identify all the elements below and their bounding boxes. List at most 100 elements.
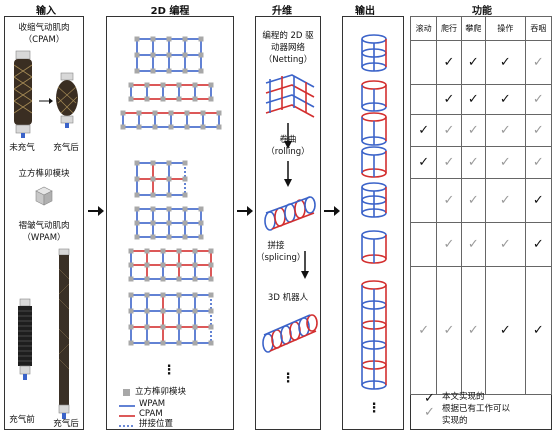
check-prior-work-icon: ✓ <box>532 155 544 170</box>
check-prior-work-icon: ✓ <box>443 193 455 208</box>
legend-block-label: 立方榫卯模块 <box>135 387 187 397</box>
legend-block-swatch <box>123 389 130 396</box>
rolling-cn: 卷曲 <box>279 135 297 145</box>
header-2d-programming: 2D 编程 <box>150 6 190 17</box>
check-implemented-icon: ✓ <box>499 323 511 338</box>
check-implemented-icon: ✓ <box>532 193 544 208</box>
cell: ✓ <box>460 266 487 395</box>
cell: ✓ <box>460 114 487 147</box>
cell: ✓ <box>485 146 526 179</box>
legend-prior-line2: 实现的 <box>442 416 468 426</box>
col-swallowing: 吞咽 <box>524 16 553 41</box>
cube-block-image <box>35 186 53 206</box>
cell: ✓ <box>460 178 487 223</box>
check-implemented-icon: ✓ <box>418 123 430 138</box>
wpam-uninflated-image <box>18 298 32 380</box>
cell <box>409 222 438 267</box>
cell: ✓ <box>460 146 487 179</box>
check-implemented-icon: ✓ <box>418 155 430 170</box>
check-prior-work-icon: ✓ <box>443 323 455 338</box>
cell <box>409 84 438 115</box>
output-panel: ⋮ <box>342 16 404 430</box>
legend-implemented-label: 本文实现的 <box>442 392 485 402</box>
cell: ✓ <box>485 84 526 115</box>
input-panel: 收缩气动肌肉 （CPAM） 未充气 充气后 立方榫卯模块 <box>4 16 84 430</box>
splicing-cn: 拼接 <box>267 241 285 251</box>
netting-mesh-image <box>265 74 315 118</box>
cell: ✓ <box>524 40 553 85</box>
header-output: 输出 <box>355 6 375 17</box>
robot-3d-image <box>262 314 318 353</box>
splicing-en: （splicing） <box>256 253 306 263</box>
cell: ✓ <box>436 40 462 85</box>
cpam-title: 收缩气动肌肉 <box>18 23 70 33</box>
cell: ✓ <box>524 114 553 147</box>
legend-splice-swatch <box>119 425 135 427</box>
check-prior-work-icon: ✓ <box>499 237 511 252</box>
cell: ✓ <box>436 84 462 115</box>
arrow-right-icon <box>237 206 253 216</box>
function-table: 滚动 爬行 攀爬 操作 吞咽 ✓ ✓ ✓ ✓ ✓ ✓ ✓ ✓ ✓ ✓ ✓ ✓ ✓… <box>409 16 553 395</box>
cell: ✓ <box>524 222 553 267</box>
netting-en: （Netting） <box>263 55 313 65</box>
check-implemented-icon: ✓ <box>467 92 479 107</box>
cell: ✓ <box>436 114 462 147</box>
cell: ✓ <box>409 266 438 395</box>
netting-line1: 编程的 2D 驱 <box>262 31 314 41</box>
col-crawling: 爬行 <box>436 16 462 41</box>
cell: ✓ <box>436 146 462 179</box>
arrow-right-icon <box>88 206 104 216</box>
legend-wpam-label: WPAM <box>139 399 166 409</box>
legend-prior-line1: 根据已有工作可以 <box>442 404 511 414</box>
cell: ✓ <box>485 40 526 85</box>
cell: ✓ <box>460 40 487 85</box>
legend-cpam-label: CPAM <box>139 409 163 419</box>
cell: ✓ <box>485 178 526 223</box>
programming-panel: ⋮ 立方榫卯模块 WPAM CPAM 拼接位置 <box>106 16 234 430</box>
check-prior-work-icon: ✓ <box>499 193 511 208</box>
cell: ✓ <box>524 178 553 223</box>
rolling-en: （rolling） <box>266 147 310 157</box>
check-implemented-icon: ✓ <box>443 55 455 70</box>
cpam-uninflated-image <box>13 50 33 138</box>
cell: ✓ <box>409 114 438 147</box>
check-implemented-icon: ✓ <box>443 92 455 107</box>
down-arrow-icon <box>284 123 292 149</box>
wpam-title: 褶皱气动肌肉 <box>18 221 70 231</box>
check-implemented-icon: ✓ <box>467 55 479 70</box>
down-arrow-icon <box>301 251 309 279</box>
check-prior-work-icon: ✓ <box>467 193 479 208</box>
legend-splice-label: 拼接位置 <box>139 419 174 429</box>
header-input: 输入 <box>36 6 56 17</box>
dimension-panel: 编程的 2D 驱 动器网络 （Netting） 卷曲 （rolling） <box>255 16 321 430</box>
col-manipulation: 操作 <box>485 16 526 41</box>
check-prior-work-icon: ✓ <box>467 155 479 170</box>
arrow-right-icon <box>324 206 340 216</box>
rolled-tube-image <box>264 196 316 231</box>
wpam-inflated-image <box>58 248 70 419</box>
check-prior-work-icon: ✓ <box>443 237 455 252</box>
netting-line2: 动器网络 <box>270 43 305 53</box>
check-prior-work-icon: ✓ <box>532 123 544 138</box>
ellipsis-programming: ⋮ <box>162 363 176 378</box>
cell: ✓ <box>409 146 438 179</box>
col-climbing: 攀爬 <box>460 16 487 41</box>
output-robots-diagram <box>361 34 387 390</box>
programmed-networks-diagram <box>120 36 222 346</box>
inflate-arrow-icon <box>39 98 53 104</box>
cell: ✓ <box>524 266 553 395</box>
robot-3d-label: 3D 机器人 <box>267 293 309 303</box>
cell: ✓ <box>524 146 553 179</box>
uninflated-label: 未充气 <box>9 143 35 153</box>
legend-implemented-icon: ✓ <box>424 391 435 406</box>
cell <box>409 40 438 85</box>
cell: ✓ <box>436 178 462 223</box>
cell: ✓ <box>460 84 487 115</box>
ellipsis-dimension: ⋮ <box>281 371 295 386</box>
ellipsis-output: ⋮ <box>367 401 381 416</box>
wpam-abbr: （WPAM） <box>22 233 66 243</box>
legend-wpam-swatch <box>119 405 135 407</box>
check-prior-work-icon: ✓ <box>499 155 511 170</box>
after-inflation-label: 充气后 <box>53 419 79 429</box>
header-dimension: 升维 <box>272 6 292 17</box>
